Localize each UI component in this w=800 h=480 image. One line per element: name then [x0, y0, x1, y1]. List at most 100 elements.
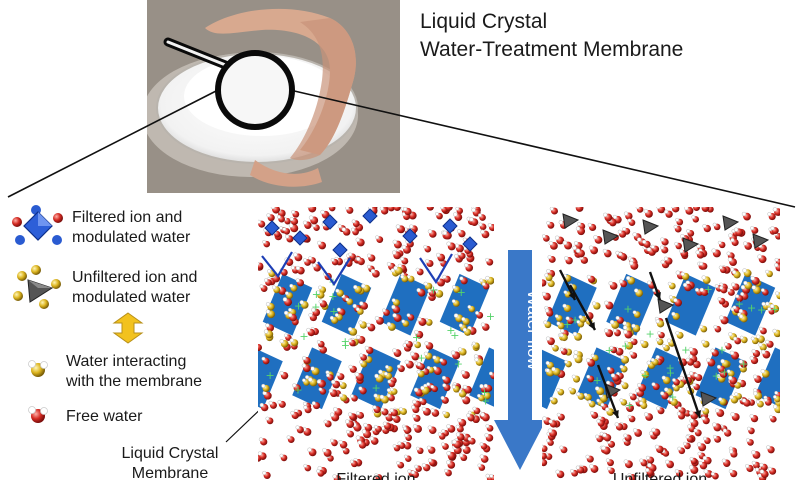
water-molecule: [693, 428, 702, 437]
water-molecule: [542, 458, 548, 467]
water-molecule: [609, 319, 620, 329]
water-molecule: [261, 356, 270, 365]
water-molecule: [663, 256, 673, 265]
water-molecule: [757, 254, 767, 264]
water-molecule: [770, 226, 779, 235]
plus-charge: +: [412, 331, 421, 344]
water-molecule: [693, 207, 700, 212]
plus-charge: +: [571, 314, 580, 327]
title-line-1: Liquid Crystal: [420, 10, 547, 33]
water-molecule: [718, 397, 727, 406]
water-molecule: [639, 458, 648, 467]
water-molecule: [479, 454, 489, 463]
water-molecule: [685, 357, 695, 366]
water-molecule: [466, 413, 475, 422]
water-molecule: [730, 238, 739, 247]
water-molecule: [374, 473, 383, 480]
water-molecule: [619, 364, 628, 373]
plus-charge: +: [757, 303, 766, 316]
membrane-block: [636, 347, 686, 410]
water-molecule: [427, 458, 436, 467]
plus-charge: +: [294, 299, 303, 312]
water-molecule: [338, 393, 348, 402]
unfiltered-ion: [682, 237, 700, 253]
water-molecule: [329, 438, 338, 447]
plus-charge: +: [341, 335, 350, 348]
water-molecule: [549, 207, 558, 215]
water-molecule: [311, 307, 321, 317]
water-molecule: [289, 338, 299, 347]
water-molecule: [555, 469, 565, 479]
water-molecule: [756, 334, 765, 344]
water-molecule: [347, 326, 358, 336]
water-molecule: [451, 385, 460, 393]
passage-arrow: [664, 317, 702, 419]
water-molecule: [328, 207, 336, 212]
filtered-ion-icon: [12, 205, 63, 245]
water-molecule: [739, 335, 748, 344]
water-molecule: [403, 454, 412, 462]
water-molecule: [576, 391, 585, 400]
water-molecule: [657, 331, 665, 339]
water-molecule: [477, 463, 486, 471]
water-molecule: [627, 472, 637, 480]
water-molecule: [562, 303, 572, 313]
water-molecule: [410, 351, 420, 361]
water-molecule: [746, 426, 755, 435]
water-molecule: [689, 418, 699, 428]
water-molecule: [290, 410, 299, 420]
water-molecule: [595, 434, 604, 443]
passage-arrow: [568, 284, 597, 331]
water-molecule: [350, 394, 358, 402]
water-molecule: [716, 364, 726, 373]
water-molecule: [285, 234, 294, 243]
plus-charge: +: [450, 329, 459, 342]
water-molecule: [430, 384, 438, 393]
water-molecule: [559, 333, 568, 342]
water-molecule: [724, 342, 732, 350]
water-molecule: [380, 407, 389, 416]
water-molecule: [288, 312, 297, 322]
water-molecule: [544, 273, 553, 282]
filtered-ion: [402, 228, 418, 244]
legend-filtered-line-1: Filtered ion and: [72, 209, 182, 226]
water-molecule: [265, 416, 274, 425]
water-molecule: [389, 408, 399, 417]
water-molecule: [726, 369, 735, 378]
water-molecule: [402, 207, 412, 216]
water-molecule: [620, 381, 629, 390]
water-molecule: [601, 445, 611, 455]
water-molecule: [263, 278, 272, 286]
water-molecule: [475, 310, 484, 319]
water-molecule: [474, 357, 484, 366]
water-molecule-icon: [28, 360, 48, 377]
water-molecule: [478, 213, 486, 221]
water-molecule: [591, 301, 601, 310]
water-molecule: [660, 237, 669, 246]
water-molecule: [546, 220, 555, 229]
water-molecule: [485, 257, 494, 266]
water-molecule: [627, 218, 636, 226]
water-molecule: [656, 406, 665, 415]
water-molecule: [767, 466, 777, 475]
water-molecule: [359, 301, 369, 310]
water-molecule: [589, 464, 599, 473]
water-molecule: [441, 442, 449, 450]
water-molecule: [387, 207, 395, 212]
water-molecule: [731, 270, 741, 279]
unfiltered-ion: [752, 233, 770, 249]
water-molecule: [680, 271, 690, 281]
water-molecule: [554, 235, 565, 245]
water-molecule: [427, 288, 436, 297]
water-molecule: [467, 305, 476, 313]
water-molecule: [632, 428, 642, 437]
water-molecule: [358, 320, 368, 329]
water-molecule: [719, 285, 728, 294]
water-molecule: [306, 327, 315, 337]
water-molecule: [749, 413, 759, 423]
water-molecule: [441, 375, 451, 385]
water-molecule: [373, 424, 382, 433]
water-molecule: [272, 285, 281, 294]
water-molecule: [323, 419, 332, 428]
water-molecule: [347, 412, 357, 421]
